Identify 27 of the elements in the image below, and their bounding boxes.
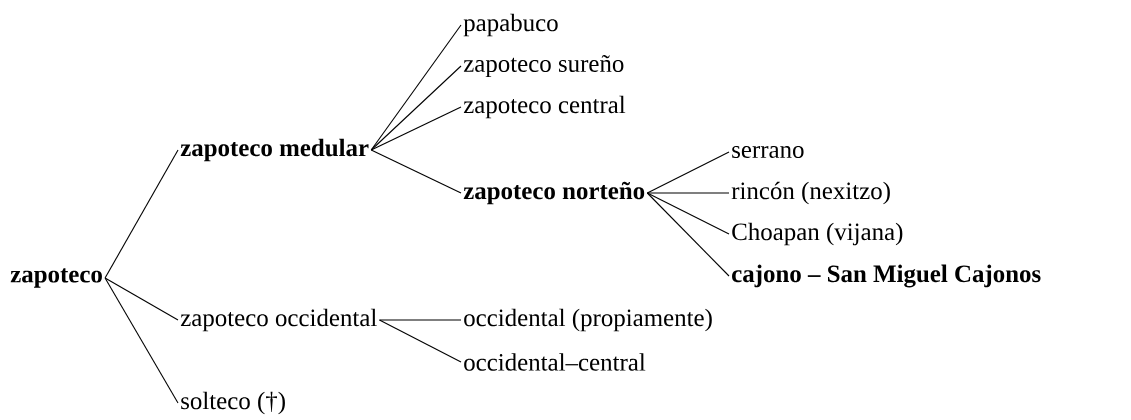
branch-label: zapoteco norteño bbox=[463, 181, 645, 205]
tree-line bbox=[370, 24, 462, 151]
tree-line bbox=[370, 149, 462, 194]
leaf-label: zapoteco occidental bbox=[180, 308, 377, 332]
leaf-label: solteco (†) bbox=[181, 391, 285, 415]
leaf-label: occidental (propiamente) bbox=[464, 308, 712, 332]
leaf-label: zapoteco central bbox=[463, 95, 626, 119]
tree-line bbox=[378, 319, 462, 321]
leaf-label: rincón (nexitzo) bbox=[731, 181, 890, 205]
branch-label: zapoteco medular bbox=[180, 138, 369, 162]
tree-line bbox=[378, 319, 462, 363]
tree-line bbox=[104, 277, 179, 404]
tree-line bbox=[646, 151, 730, 194]
branch-label: cajono – San Miguel Cajonos bbox=[732, 264, 1041, 288]
leaf-label: Choapan (vijana) bbox=[732, 222, 903, 246]
tree-line bbox=[104, 277, 179, 321]
tree-line bbox=[370, 106, 462, 151]
leaf-label: zapoteco sureño bbox=[463, 54, 624, 78]
tree-line bbox=[646, 192, 730, 194]
leaf-label: serrano bbox=[732, 146, 804, 158]
branch-label: zapoteco bbox=[10, 268, 102, 288]
tree-line bbox=[370, 65, 462, 151]
leaf-label: papabuco bbox=[463, 13, 558, 37]
tree-line bbox=[646, 192, 730, 277]
tree-line bbox=[646, 192, 730, 235]
tree-line bbox=[104, 149, 179, 279]
leaf-label: occidental–central bbox=[464, 353, 646, 371]
